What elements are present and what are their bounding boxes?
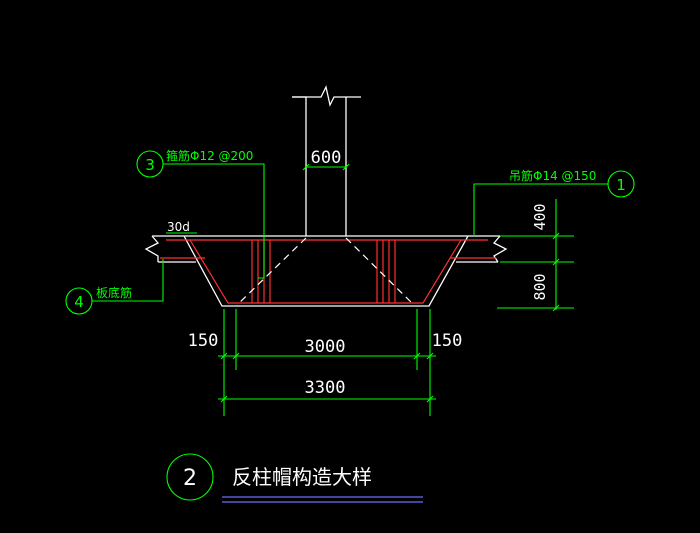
marker-2-label: 2	[183, 466, 197, 491]
cap-profile	[183, 235, 469, 307]
dim-3000-tick-r	[413, 352, 421, 360]
dim-150-left-label: 150	[188, 331, 219, 351]
dim-3300-tick-r	[426, 395, 434, 403]
dim-800-label: 800	[531, 273, 549, 300]
cap-rebar	[189, 239, 462, 304]
column-width-label: 600	[311, 148, 342, 168]
callout-1-leader	[473, 183, 608, 236]
cap-outline	[144, 235, 508, 307]
callout-4-leader	[92, 259, 164, 302]
marker-3-label: 3	[145, 156, 155, 174]
hanger-left	[236, 237, 307, 306]
dim-tick-mid	[552, 258, 560, 266]
marker-1-label: 1	[616, 176, 626, 194]
callout-3-leader	[163, 163, 265, 279]
column-top-breakline	[292, 85, 361, 107]
anchor-30d-label: 30d	[167, 220, 190, 234]
rebar	[160, 239, 496, 304]
dim-3000-label: 3000	[305, 337, 346, 357]
dim-3000-tick-or	[426, 352, 434, 360]
title-underline	[222, 496, 423, 503]
dim-3000-tick-ol	[220, 352, 228, 360]
dim-3000-tick-l	[232, 352, 240, 360]
dim-600-tick-r	[342, 163, 350, 171]
dim-tick-top	[552, 232, 560, 240]
callout-1-text: 吊筋Φ14 @150	[509, 168, 596, 183]
dim-tick-bottom	[552, 304, 560, 312]
marker-2-circle	[166, 453, 214, 501]
callout-4-text: 板底筋	[96, 285, 132, 300]
slab-break-left	[144, 235, 160, 262]
hanger-right	[345, 237, 415, 306]
dim-3300-label: 3300	[305, 378, 346, 398]
dim-150-right-label: 150	[432, 331, 463, 351]
callout-3-text: 箍筋Φ12 @200	[166, 148, 253, 163]
marker-4-label: 4	[74, 293, 84, 311]
dim-600-tick-l	[302, 163, 310, 171]
dim-400-label: 400	[531, 203, 549, 230]
hanger-bars	[236, 237, 415, 306]
title-text: 反柱帽构造大样	[232, 465, 372, 489]
column-left-edge	[292, 96, 307, 236]
dim-3300-tick-l	[220, 395, 228, 403]
annotations	[65, 150, 635, 501]
